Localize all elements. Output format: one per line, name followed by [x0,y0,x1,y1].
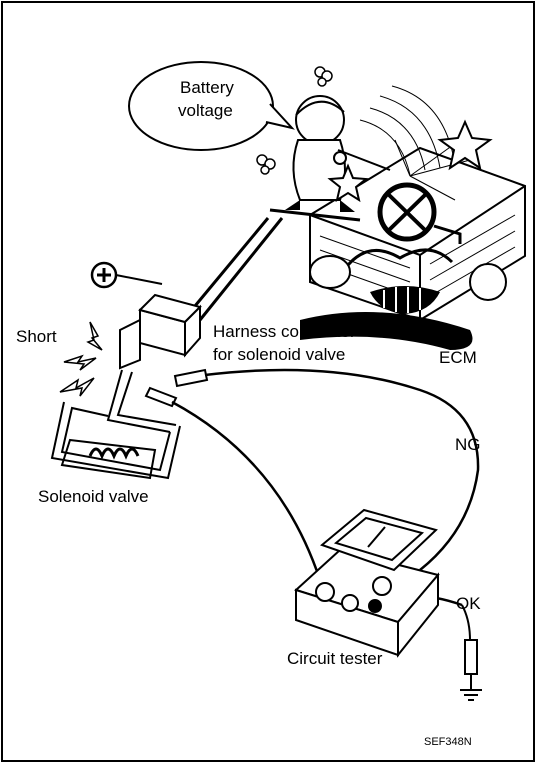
solenoid-valve [60,438,157,480]
bubble-label-voltage: voltage [178,101,233,120]
battery-plus-icon [90,261,118,289]
ecm-label: ECM [439,348,477,367]
circuit-tester [294,508,440,658]
speech-bubble [128,61,295,151]
harness-label-line1: Harness connector [213,322,356,341]
star-icon [437,119,493,171]
tester-probes [144,368,209,408]
bubble-label-battery: Battery [180,78,234,97]
smoke-puff-icon [256,66,333,175]
solenoid-wiring [50,369,181,480]
ecm-face [300,248,507,350]
harness-connector [119,293,202,370]
ng-label: NG [455,435,481,454]
star-icon [327,163,369,203]
figure-code: SEF348N [424,736,472,748]
border [1,1,535,762]
cartoon-character [285,95,391,212]
circuit-tester-label: Circuit tester [287,649,383,668]
ok-label: OK [456,594,481,613]
ground-icon [460,689,482,701]
ok-probe [461,604,478,690]
solenoid-valve-label: Solenoid valve [38,487,149,506]
short-label: Short [16,327,57,346]
harness-label-line2: for solenoid valve [213,345,346,364]
meter-symbol [377,182,462,244]
harness-wires [188,208,361,321]
spark-icon [59,321,103,397]
